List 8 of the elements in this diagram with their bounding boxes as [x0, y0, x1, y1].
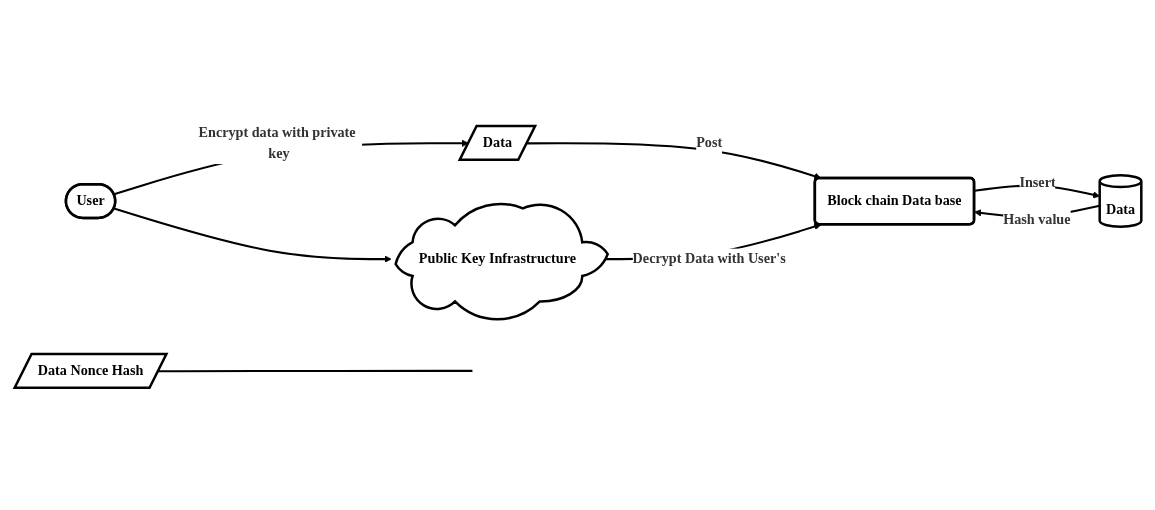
- arrow: [113, 207, 392, 264]
- edge-label: Decrypt Data with User's: [632, 251, 786, 268]
- connector: [157, 370, 472, 373]
- edge-label: Insert: [1018, 174, 1056, 191]
- edge-label: Post: [695, 135, 722, 151]
- edge-label: Encrypt data with private key: [198, 124, 356, 162]
- edge-label: Hash value: [1002, 212, 1071, 228]
- arrow: [526, 142, 821, 181]
